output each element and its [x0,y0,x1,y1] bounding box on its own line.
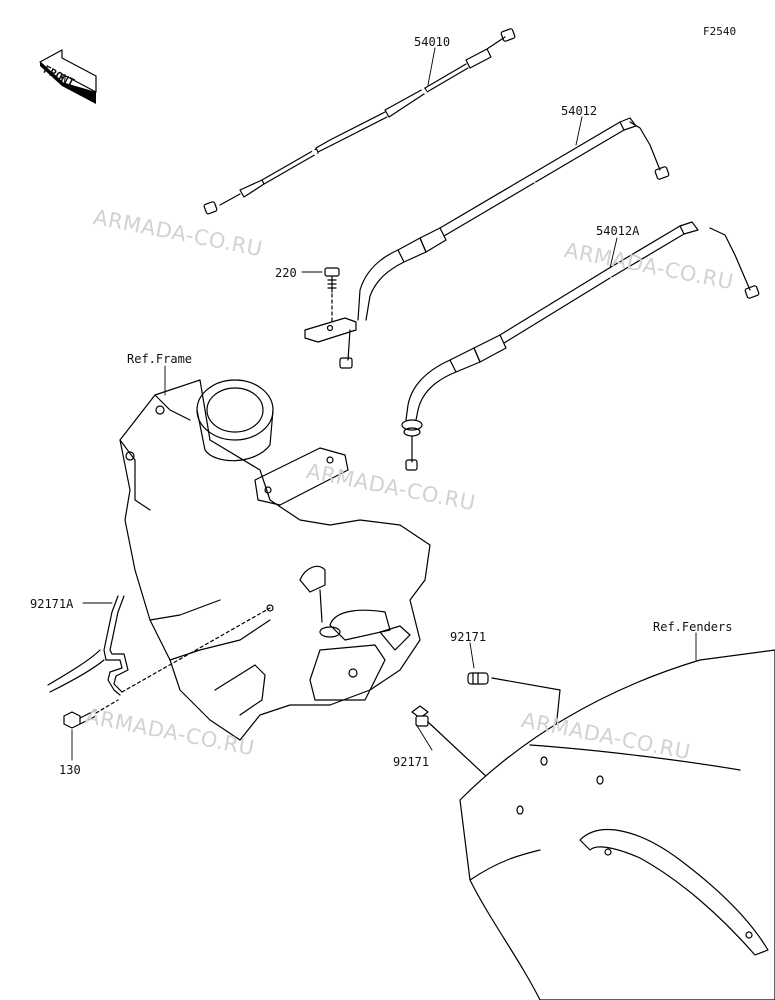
cable-54010 [203,28,516,215]
label-92171-upper: 92171 [450,630,487,644]
bolt-220 [324,267,340,323]
fender [459,649,775,1000]
bolt-130 [63,699,119,729]
label-220: 220 [275,266,297,280]
cable-54012 [304,117,670,369]
label-ref-fenders: Ref.Fenders [653,620,733,634]
label-ref-frame: Ref.Frame [127,352,193,366]
leader-lines [71,47,697,761]
frame-assembly [119,379,431,741]
label-54010: 54010 [414,35,451,49]
clamp-92171a [47,595,271,696]
label-92171a: 92171A [30,597,74,611]
label-92171-lower: 92171 [393,755,430,769]
label-54012: 54012 [561,104,598,118]
label-130: 130 [59,763,81,777]
front-arrow-icon [39,49,97,104]
cable-54012a [401,221,760,471]
label-54012a: 54012A [596,224,640,238]
diagram-code: F2540 [703,25,737,38]
